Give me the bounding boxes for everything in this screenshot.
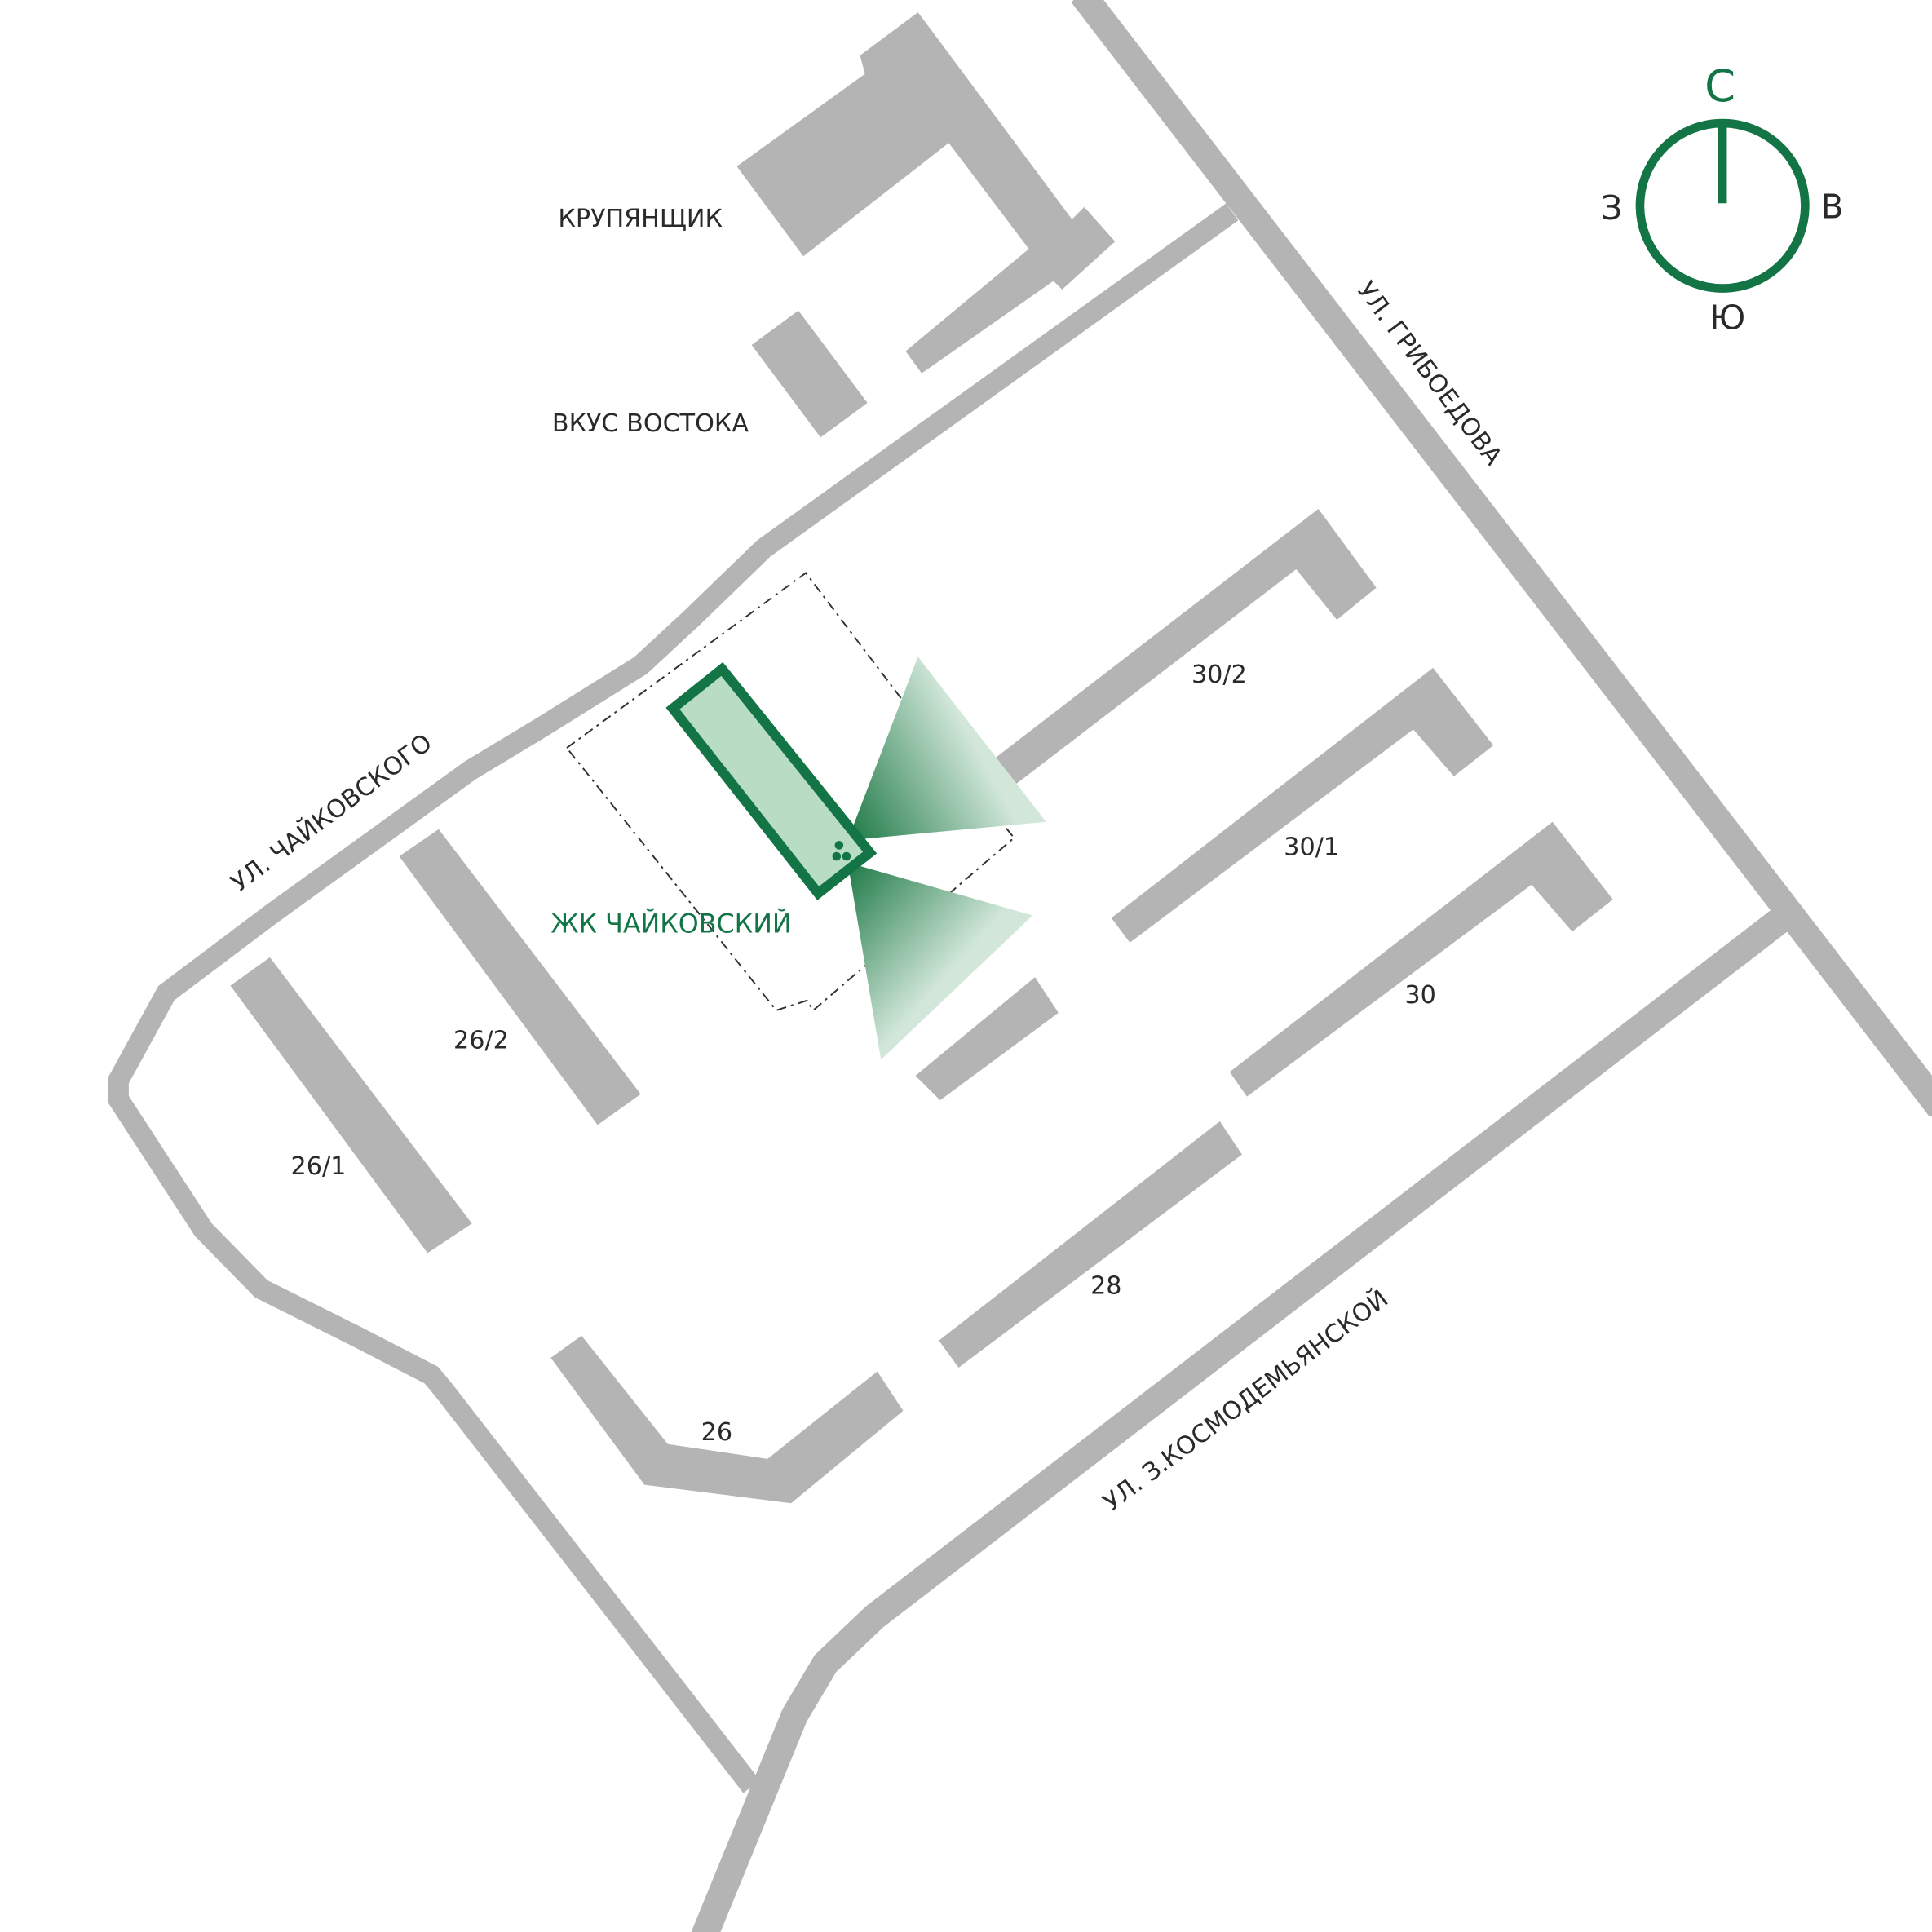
building-26 <box>550 1335 904 1504</box>
road-kosmodemyanskoy <box>691 907 1792 1932</box>
building-krupyanshchik <box>736 12 1116 374</box>
compass-north: С <box>1704 60 1735 112</box>
compass-south: Ю <box>1709 298 1745 337</box>
label-30: 30 <box>1404 981 1435 1010</box>
label-30-2: 30/2 <box>1191 661 1247 689</box>
label-project: ЖК ЧАЙКОВСКИЙ <box>550 909 791 939</box>
label-26-2: 26/2 <box>453 1027 509 1055</box>
building-vkus-vostoka <box>751 310 868 438</box>
building-30-1 <box>1111 667 1494 943</box>
road-griboedova <box>1071 0 1932 1117</box>
entrance-icon <box>832 841 851 861</box>
label-vkus-vostoka: ВКУС ВОСТОКА <box>552 409 749 438</box>
label-28: 28 <box>1090 1271 1121 1300</box>
building-30-2 <box>995 508 1377 784</box>
label-26-1: 26/1 <box>291 1152 347 1181</box>
view-cone-north <box>847 657 1046 841</box>
lot-boundary <box>566 572 1015 1012</box>
building-30 <box>1229 821 1613 1097</box>
compass: С Ю З В <box>1601 60 1844 338</box>
building-28 <box>939 1121 1242 1368</box>
label-26: 26 <box>701 1418 732 1447</box>
compass-east: В <box>1821 187 1844 226</box>
compass-west: З <box>1601 188 1622 228</box>
building-26-1 <box>230 957 472 1253</box>
label-30-1: 30/1 <box>1284 833 1339 862</box>
building-26-2 <box>399 829 641 1125</box>
project-building[interactable] <box>665 661 878 900</box>
road-chaikovskogo <box>108 203 1239 1793</box>
building-small <box>915 977 1059 1101</box>
label-krupyanshchik: КРУПЯНЩИК <box>558 205 723 233</box>
view-cone-south <box>847 862 1033 1060</box>
